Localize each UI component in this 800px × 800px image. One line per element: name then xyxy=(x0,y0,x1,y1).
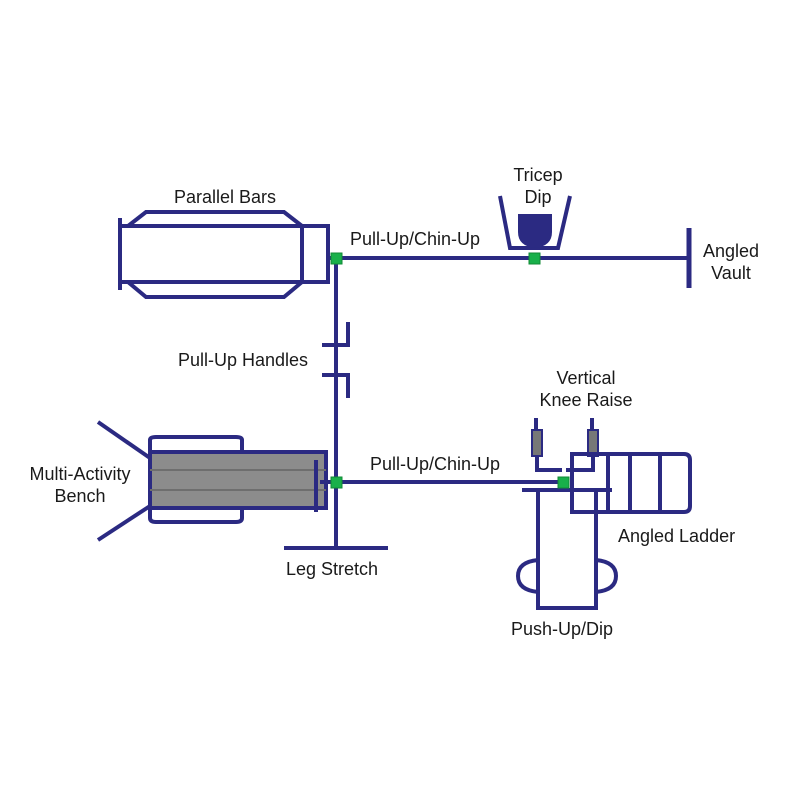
joint-tricep-dip xyxy=(528,252,541,265)
joint-top-left xyxy=(330,252,343,265)
pull-up-handles xyxy=(322,322,350,398)
label-vertical-knee-raise: Vertical Knee Raise xyxy=(539,368,633,410)
label-leg-stretch: Leg Stretch xyxy=(286,559,379,579)
push-up-dip xyxy=(515,488,619,610)
angled-ladder xyxy=(560,452,692,514)
bench-pad xyxy=(148,450,328,510)
label-angled-ladder: Angled Ladder xyxy=(618,526,736,546)
multi-activity-bench xyxy=(96,420,328,542)
joint-bench xyxy=(330,476,343,489)
knee-raise-grip-left xyxy=(531,429,543,457)
tricep-dip xyxy=(498,195,572,250)
label-pull-up-bottom: Pull-Up/Chin-Up xyxy=(370,454,501,474)
label-pull-up-top: Pull-Up/Chin-Up xyxy=(350,229,481,249)
label-push-up-dip: Push-Up/Dip xyxy=(511,619,614,639)
vertical-knee-raise xyxy=(531,418,599,472)
label-angled-vault: Angled Vault xyxy=(702,241,760,283)
label-tricep-dip: Tricep Dip xyxy=(513,165,563,207)
parallel-bars xyxy=(118,210,330,299)
label-multi-activity-bench: Multi-Activity Bench xyxy=(29,464,131,506)
joint-knee-raise xyxy=(557,476,570,489)
label-pull-up-handles: Pull-Up Handles xyxy=(178,350,309,370)
label-parallel-bars: Parallel Bars xyxy=(173,187,277,207)
tricep-dip-cup xyxy=(518,214,552,248)
